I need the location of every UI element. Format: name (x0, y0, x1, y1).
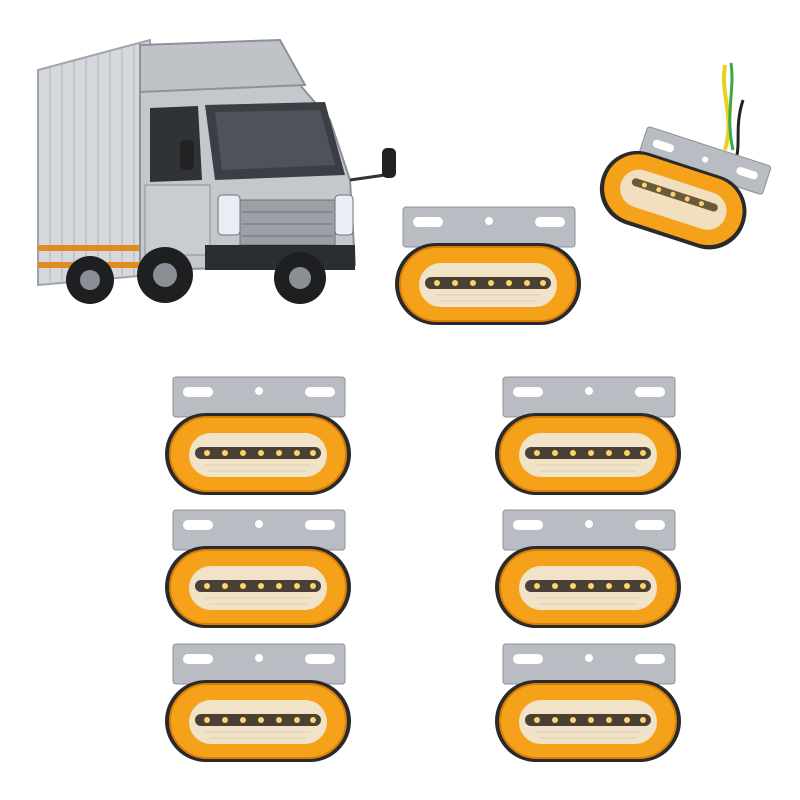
led-marker-lamp-2 (165, 375, 355, 500)
led-marker-lamp-3 (495, 375, 685, 500)
truck-illustration (30, 30, 410, 310)
led-marker-lamp-4 (165, 508, 355, 633)
led-marker-lamp-angled (585, 55, 775, 275)
led-marker-lamp-7 (495, 642, 685, 767)
led-marker-lamp-1 (395, 205, 585, 330)
led-marker-lamp-6 (165, 642, 355, 767)
led-marker-lamp-5 (495, 508, 685, 633)
